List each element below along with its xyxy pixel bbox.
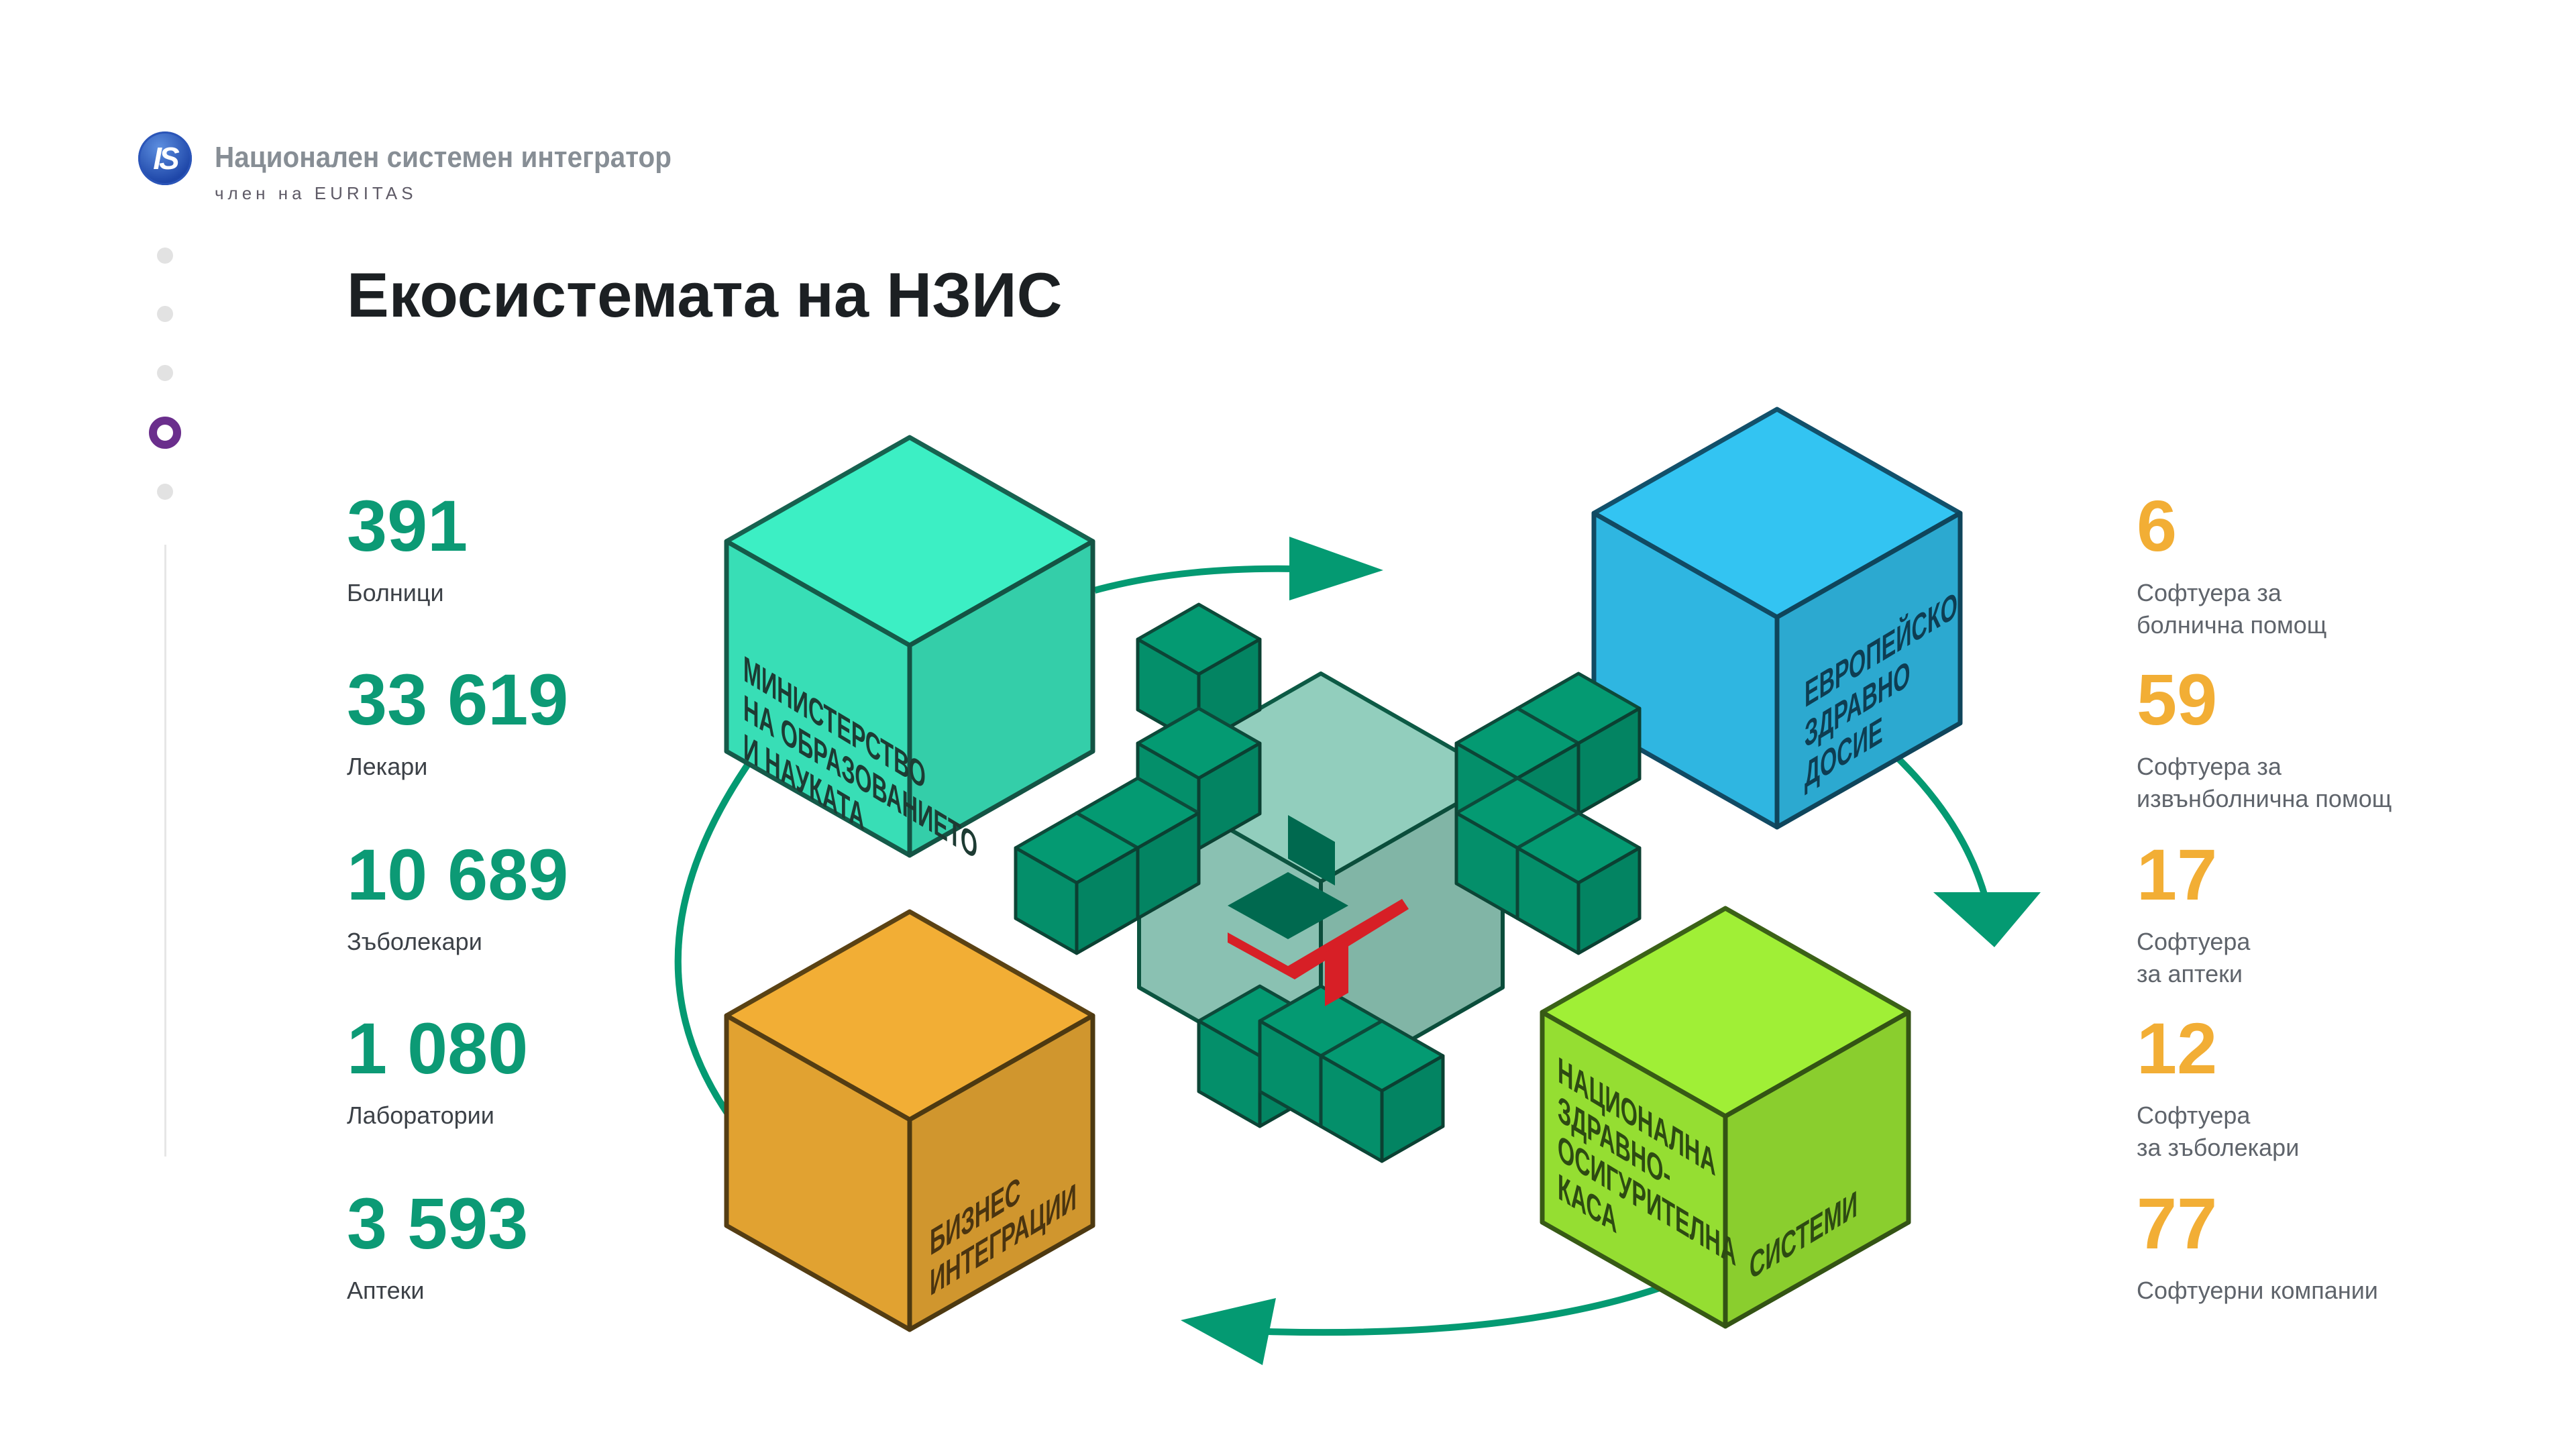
stat-label: Софтуерни компании xyxy=(2137,1275,2378,1307)
stat-label-line: извънболнична помощ xyxy=(2137,785,2392,812)
stat-value: 12 xyxy=(2137,1008,2218,1089)
stat-label-line: Софтуера xyxy=(2137,1102,2251,1129)
arrow-right xyxy=(1896,757,1989,900)
nav-track xyxy=(164,545,166,1157)
arrow-top xyxy=(1093,565,1295,594)
page-title: Екосистемата на НЗИС xyxy=(347,260,1063,330)
stat-label: Болници xyxy=(347,579,444,606)
nzis-logo-red-icon xyxy=(1228,899,1409,979)
stat-value: 17 xyxy=(2137,834,2218,915)
nzis-logo-base-icon xyxy=(1228,872,1348,939)
company-logo[interactable]: IS xyxy=(138,131,192,185)
stat-label-line: болнична помощ xyxy=(2137,611,2327,639)
stat-label: Лекари xyxy=(347,753,428,780)
stat-label-line: Софтуера xyxy=(2137,928,2251,955)
arrowhead-bottom xyxy=(1181,1298,1276,1365)
arrow-bottom xyxy=(1267,1285,1661,1336)
arrowhead-right xyxy=(1933,892,2041,947)
stat-label: Софтуера за извънболнична помощ xyxy=(2137,751,2392,815)
cube-face xyxy=(1380,1054,1445,1163)
nav-dot-5[interactable] xyxy=(157,484,173,500)
stat-label: Софтуера за болнична помощ xyxy=(2137,577,2326,641)
stat-label-line: Софтуера за xyxy=(2137,753,2282,780)
cube-business-integrations xyxy=(724,909,1095,1332)
stat-value: 59 xyxy=(2137,659,2218,740)
stat-label: Софтуера за зъболекари xyxy=(2137,1099,2299,1164)
nav-dot-1[interactable] xyxy=(157,248,173,264)
stat-value: 391 xyxy=(347,485,468,566)
small-module-cube xyxy=(1014,811,1140,955)
cube-face xyxy=(1774,511,1963,830)
cube-face xyxy=(1723,1010,1911,1329)
cube-european-health-record xyxy=(1591,407,1963,830)
cube-face xyxy=(1075,846,1140,955)
nzis-logo-red-bar-icon xyxy=(1325,939,1348,1006)
stat-label-line: Софтуера за xyxy=(2137,579,2282,606)
cube-face xyxy=(907,1013,1095,1332)
nzis-logo-folder-icon xyxy=(1288,815,1335,885)
stat-label: Софтуера за аптеки xyxy=(2137,926,2250,990)
stat-value: 1 080 xyxy=(347,1008,529,1089)
stat-label: Лаборатории xyxy=(347,1102,494,1129)
stat-label: Зъболекари xyxy=(347,928,482,955)
nav-dot-2[interactable] xyxy=(157,306,173,322)
arrowhead-top xyxy=(1289,537,1383,600)
stat-label-line: Софтуерни компании xyxy=(2137,1277,2378,1304)
stat-value: 6 xyxy=(2137,485,2178,566)
stat-label-line: за аптеки xyxy=(2137,960,2243,987)
stat-value: 33 619 xyxy=(347,659,569,740)
small-module-cube xyxy=(1515,811,1642,955)
cube-nhif-systems xyxy=(1540,906,1911,1329)
stat-label-line: за зъболекари xyxy=(2137,1134,2300,1161)
stat-label: Аптеки xyxy=(347,1277,425,1304)
company-name: Национален системен интегратор xyxy=(215,141,672,174)
small-module-cube xyxy=(1319,1019,1445,1163)
stat-value: 77 xyxy=(2137,1183,2218,1264)
cube-face xyxy=(1576,846,1642,955)
cube-face xyxy=(907,539,1095,858)
nav-dot-3[interactable] xyxy=(157,365,173,381)
stat-value: 10 689 xyxy=(347,834,569,915)
cube-ministry xyxy=(724,435,1095,858)
arrow-left xyxy=(674,757,755,1117)
company-subtitle: член на EURITAS xyxy=(215,183,417,203)
stat-value: 3 593 xyxy=(347,1183,529,1264)
